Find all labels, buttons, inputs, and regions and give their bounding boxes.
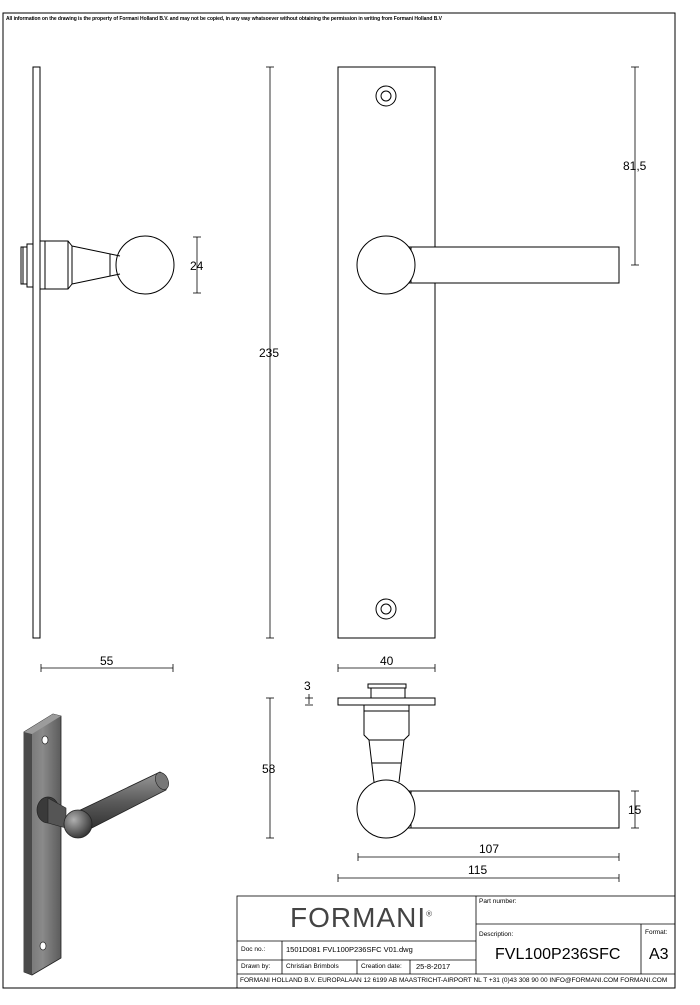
screw-hole-top: [375, 85, 397, 107]
top-lever-ball: [356, 779, 416, 839]
dim-15: [631, 790, 639, 829]
property-notice: All information on the drawing is the pr…: [6, 16, 442, 22]
formani-logo: FORMANI®: [290, 902, 433, 934]
dim-3: [305, 694, 313, 706]
dim-40: [337, 664, 436, 672]
dim-115: [337, 874, 620, 882]
dim-235: [266, 66, 274, 639]
creation-date-value: 25-8-2017: [416, 962, 451, 971]
title-block: [236, 895, 676, 989]
lever-bar: [385, 246, 620, 284]
spindle-collar: [26, 243, 34, 288]
dim-107: [357, 853, 620, 861]
description-label: Description:: [479, 931, 514, 938]
lever-rose: [356, 235, 416, 295]
dim-81-5: [631, 66, 639, 266]
creation-date-label: Creation date:: [361, 963, 402, 970]
logo-mark: ®: [426, 909, 434, 919]
render-3d: [23, 713, 169, 976]
dim-107-label: 107: [479, 842, 499, 856]
render-screw-bottom: [39, 941, 47, 951]
render-ball: [63, 809, 93, 839]
spindle-stub: [20, 246, 28, 285]
logo-text: FORMANI: [290, 902, 427, 933]
top-lever-bar: [385, 790, 620, 829]
dim-58-label: 58: [262, 762, 276, 776]
company-footer: FORMANI HOLLAND B.V. EUROPALAAN 12 6199 …: [240, 977, 668, 984]
drawn-by-label: Drawn by:: [241, 963, 271, 970]
side-neck: [71, 245, 121, 285]
dim-235-label: 235: [259, 346, 279, 360]
format-label: Format:: [645, 929, 668, 936]
dim-24-label: 24: [190, 259, 204, 273]
dim-40-label: 40: [380, 654, 394, 668]
dim-3-label: 3: [304, 679, 311, 693]
part-number-label: Part number:: [479, 898, 517, 905]
side-view: [20, 66, 175, 639]
description-value: FVL100P236SFC: [495, 946, 621, 963]
backplate: [337, 66, 436, 639]
top-plate: [337, 697, 436, 706]
dim-81-5-label: 81,5: [623, 159, 647, 173]
render-screw-top: [41, 735, 49, 745]
side-ball: [115, 235, 175, 295]
screw-hole-bottom: [375, 598, 397, 620]
format-value: A3: [649, 946, 669, 963]
top-spindle: [370, 687, 406, 699]
doc-no-label: Doc no.:: [241, 946, 266, 953]
side-plate: [32, 66, 41, 639]
doc-no-value: 1501D081 FVL100P236SFC V01.dwg: [286, 945, 413, 954]
top-view: [337, 683, 620, 839]
drawn-by-value: Christian Brimbols: [286, 963, 339, 970]
top-rose: [363, 705, 410, 741]
dim-15-label: 15: [628, 803, 642, 817]
top-spindle-cap: [367, 683, 407, 689]
front-view: [337, 66, 620, 639]
dim-24: [193, 236, 201, 294]
top-neck: [368, 739, 405, 783]
dim-55-label: 55: [100, 654, 114, 668]
sheet-frame: [2, 12, 676, 989]
dim-58: [266, 697, 274, 839]
dim-115-label: 115: [468, 863, 487, 877]
dim-55: [40, 664, 174, 672]
